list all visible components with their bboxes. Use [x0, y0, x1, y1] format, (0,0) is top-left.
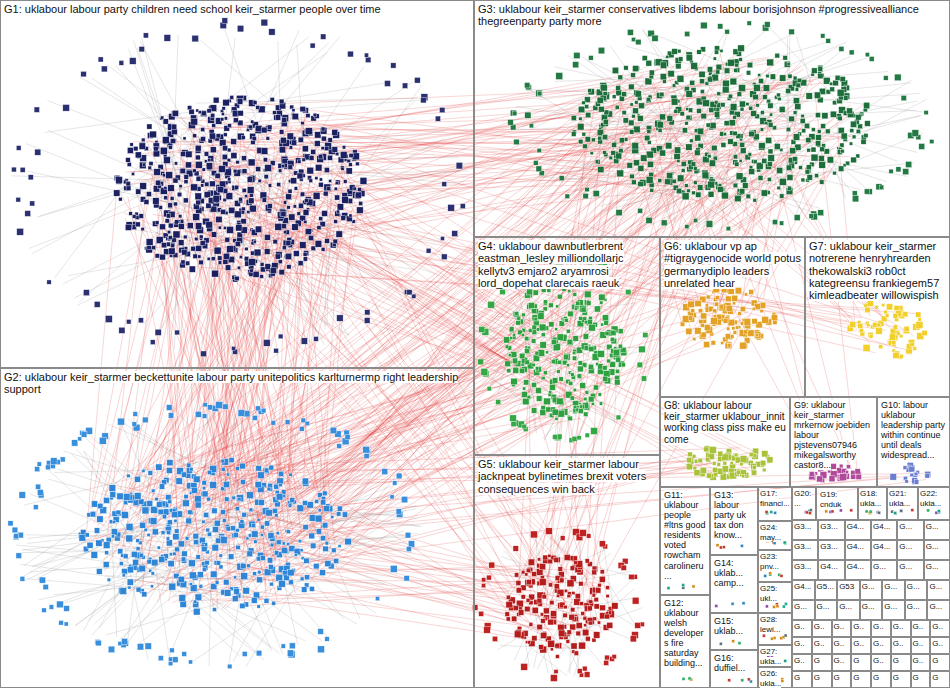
canvas: G1: uklabour labour party children need … [0, 0, 950, 688]
